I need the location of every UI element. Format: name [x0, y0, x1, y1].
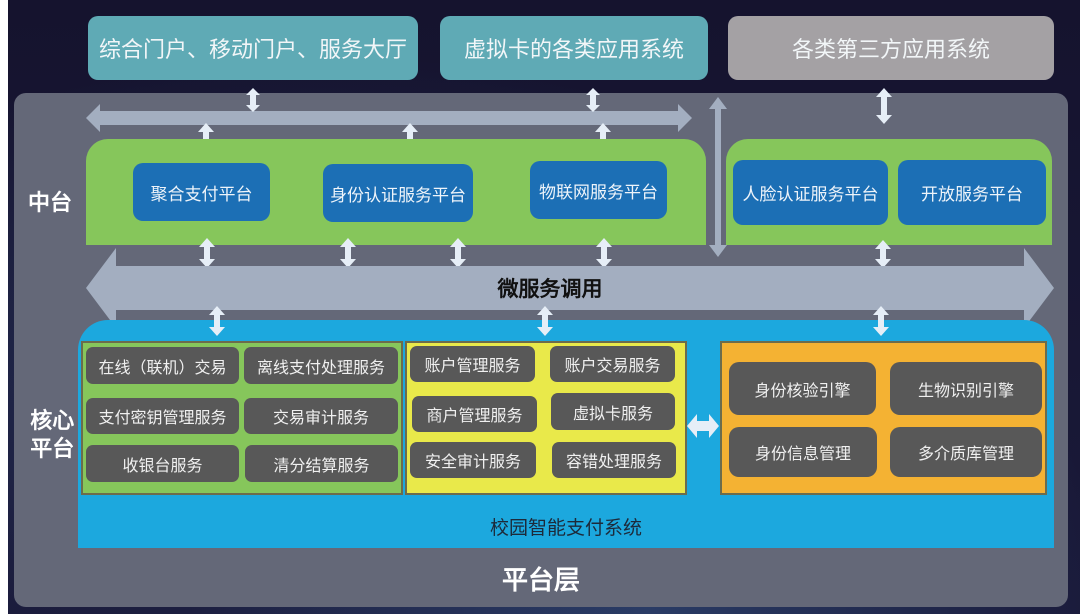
platform-identity-auth[interactable]: 身份认证服务平台	[323, 164, 473, 222]
microservice-bus-label: 微服务调用	[497, 277, 603, 301]
platform-label: 聚合支付平台	[150, 184, 253, 205]
service-transaction-audit[interactable]: 交易审计服务	[244, 398, 398, 434]
double-arrow-icon	[586, 88, 600, 112]
top-app-label: 各类第三方应用系统	[791, 38, 990, 63]
service-identity-info-mgmt[interactable]: 身份信息管理	[729, 427, 877, 477]
horizontal-double-arrow-icon	[687, 414, 719, 438]
service-label: 账户管理服务	[424, 356, 521, 375]
service-label: 支付密钥管理服务	[98, 408, 227, 427]
middle-layer-label: 中台	[27, 191, 72, 216]
service-biometric-engine[interactable]: 生物识别引擎	[890, 362, 1042, 415]
service-label: 商户管理服务	[426, 406, 523, 425]
double-arrow-icon	[450, 238, 466, 268]
top-app-label: 虚拟卡的各类应用系统	[463, 38, 684, 63]
service-account-mgmt[interactable]: 账户管理服务	[410, 346, 535, 382]
service-label: 在线（联机）交易	[98, 357, 227, 377]
vertical-separator-arrow-icon	[709, 97, 727, 257]
top-app-third-party[interactable]: 各类第三方应用系统	[728, 16, 1054, 80]
double-arrow-icon	[596, 238, 612, 268]
platform-open[interactable]: 开放服务平台	[898, 160, 1046, 225]
top-app-virtual-card[interactable]: 虚拟卡的各类应用系统	[440, 16, 708, 80]
service-fault-tolerance[interactable]: 容错处理服务	[552, 442, 676, 478]
platform-label: 身份认证服务平台	[330, 185, 466, 206]
double-arrow-icon	[246, 88, 260, 112]
service-label: 清分结算服务	[273, 455, 370, 475]
service-label: 容错处理服务	[565, 452, 662, 471]
service-cashier[interactable]: 收银台服务	[86, 445, 239, 482]
service-label: 账户交易服务	[564, 356, 661, 375]
double-arrow-icon	[873, 306, 889, 336]
top-app-label: 综合门户、移动门户、服务大厅	[98, 38, 407, 63]
double-arrow-icon	[537, 306, 553, 336]
service-label: 身份核验引擎	[754, 380, 851, 400]
core-system-title: 校园智能支付系统	[489, 517, 642, 539]
double-arrow-icon	[209, 306, 225, 336]
service-label: 多介质库管理	[917, 444, 1014, 463]
service-identity-verify-engine[interactable]: 身份核验引擎	[729, 362, 876, 415]
service-label: 生物识别引擎	[917, 380, 1014, 400]
service-multimedia-library-mgmt[interactable]: 多介质库管理	[890, 427, 1042, 477]
service-label: 交易审计服务	[272, 408, 369, 427]
platform-iot[interactable]: 物联网服务平台	[530, 161, 667, 219]
double-arrow-icon	[340, 238, 356, 268]
service-virtual-card[interactable]: 虚拟卡服务	[551, 393, 675, 430]
service-label: 收银台服务	[122, 455, 203, 475]
double-arrow-icon	[875, 240, 891, 268]
core-layer-label: 核心平台	[30, 409, 75, 462]
platform-label: 人脸认证服务平台	[742, 185, 879, 205]
service-payment-key-mgmt[interactable]: 支付密钥管理服务	[86, 398, 239, 434]
service-security-audit[interactable]: 安全审计服务	[410, 442, 536, 478]
service-label: 虚拟卡服务	[572, 403, 653, 423]
service-label: 身份信息管理	[754, 444, 851, 463]
platform-label: 物联网服务平台	[539, 182, 658, 203]
platform-face-auth[interactable]: 人脸认证服务平台	[733, 160, 888, 225]
service-clearing-settlement[interactable]: 清分结算服务	[245, 445, 398, 482]
service-account-transaction[interactable]: 账户交易服务	[550, 346, 675, 382]
double-arrow-icon	[876, 88, 892, 124]
double-arrow-icon	[199, 238, 215, 268]
top-app-portal[interactable]: 综合门户、移动门户、服务大厅	[88, 16, 418, 80]
platform-layer-title: 平台层	[501, 566, 580, 596]
left-edge	[0, 0, 8, 614]
microservice-bus-arrow-icon	[86, 248, 1054, 328]
upper-horizontal-arrow-icon	[86, 104, 692, 132]
service-merchant-mgmt[interactable]: 商户管理服务	[412, 396, 537, 432]
service-label: 离线支付处理服务	[256, 357, 385, 377]
platform-aggregate-payment[interactable]: 聚合支付平台	[133, 163, 270, 221]
service-label: 安全审计服务	[424, 452, 521, 471]
service-offline-payment[interactable]: 离线支付处理服务	[244, 347, 398, 384]
service-online-transaction[interactable]: 在线（联机）交易	[86, 347, 239, 384]
platform-label: 开放服务平台	[921, 185, 1023, 205]
